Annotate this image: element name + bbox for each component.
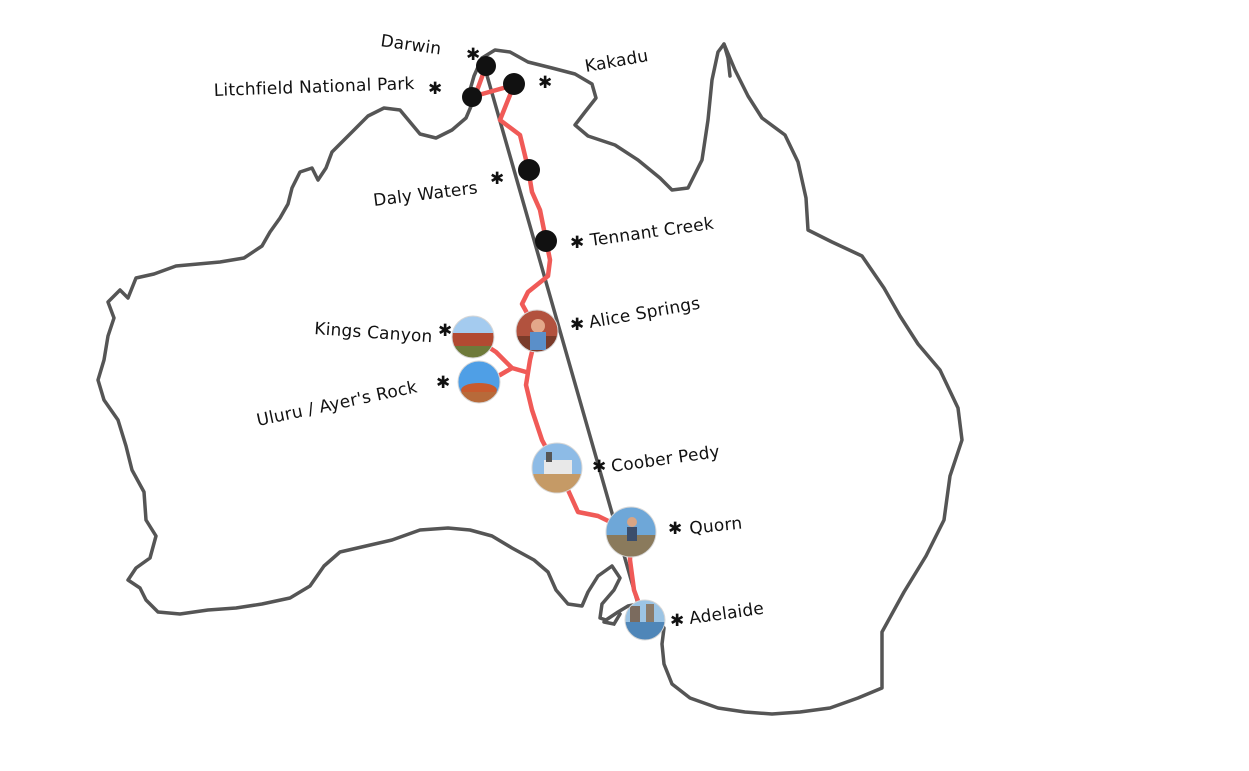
photo-thumbnail — [458, 361, 500, 403]
stop-kings-canyon[interactable] — [450, 314, 496, 363]
label-daly-waters: Daly Waters — [372, 178, 479, 211]
label-coober-pedy: Coober Pedy — [610, 442, 721, 477]
stop-quorn[interactable] — [604, 505, 658, 559]
asterisk-icon: ✱ — [428, 79, 442, 99]
stop-alice-springs[interactable] — [514, 308, 560, 356]
label-tennant-creek: Tennant Creek — [588, 214, 715, 251]
label-litchfield: Litchfield National Park — [213, 74, 414, 101]
photo-thumbnail — [625, 600, 665, 640]
stop-uluru[interactable] — [456, 359, 502, 406]
label-kakadu: Kakadu — [583, 46, 650, 77]
yorke-peninsula — [602, 612, 622, 626]
stop-kakadu[interactable] — [503, 73, 525, 95]
stop-litchfield[interactable] — [462, 87, 482, 107]
photo-thumbnail — [532, 443, 582, 493]
cape-york-coast — [722, 42, 732, 78]
stop-marker — [503, 73, 525, 95]
stop-marker — [535, 230, 557, 252]
stop-marker — [476, 56, 496, 76]
label-adelaide: Adelaide — [688, 599, 765, 629]
asterisk-icon: ✱ — [490, 169, 504, 189]
asterisk-icon: ✱ — [466, 45, 480, 65]
stop-darwin[interactable] — [476, 56, 496, 76]
photo-thumbnail — [606, 507, 656, 557]
asterisk-icon: ✱ — [668, 519, 682, 539]
asterisk-icon: ✱ — [436, 373, 450, 393]
asterisk-icon: ✱ — [538, 73, 552, 93]
asterisk-icon: ✱ — [570, 315, 584, 335]
stop-marker — [462, 87, 482, 107]
asterisk-icon: ✱ — [670, 611, 684, 631]
label-darwin: Darwin — [379, 31, 442, 59]
label-uluru: Uluru / Ayer's Rock — [255, 377, 419, 431]
australia-coastline — [96, 42, 964, 716]
stop-tennant-creek[interactable] — [535, 230, 557, 252]
label-kings-canyon: Kings Canyon — [314, 319, 434, 347]
stop-daly-waters[interactable] — [518, 159, 540, 181]
label-alice-springs: Alice Springs — [587, 294, 701, 333]
stop-marker — [518, 159, 540, 181]
stop-adelaide[interactable] — [624, 599, 668, 643]
label-quorn: Quorn — [688, 514, 743, 539]
stop-coober-pedy[interactable] — [530, 441, 584, 496]
photo-thumbnail — [452, 316, 494, 358]
asterisk-icon: ✱ — [570, 233, 584, 253]
asterisk-icon: ✱ — [438, 321, 452, 341]
asterisk-icon: ✱ — [592, 457, 606, 477]
photo-thumbnail — [516, 310, 558, 352]
